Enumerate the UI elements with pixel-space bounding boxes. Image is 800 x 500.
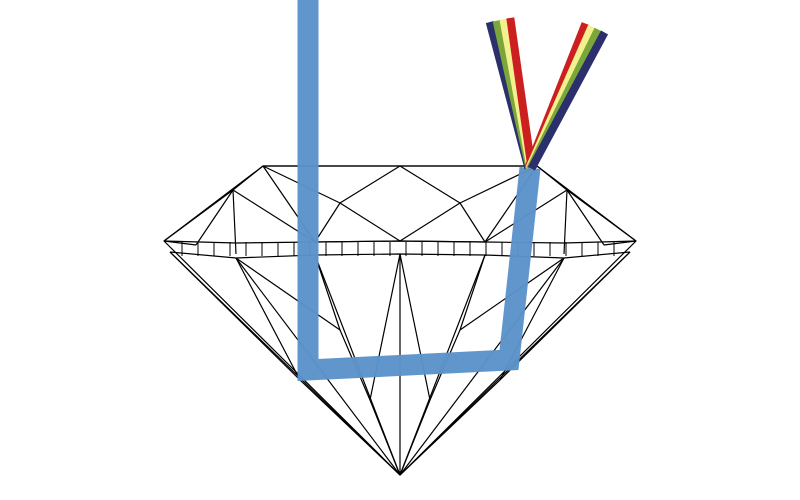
right-spectrum-band [527,30,609,171]
left-spectrum-band [506,17,536,169]
diamond-outline-icon [163,165,637,476]
light-ray-path [297,0,541,382]
incoming-ray [297,0,541,382]
rainbow-spectrum-fan [485,17,609,171]
